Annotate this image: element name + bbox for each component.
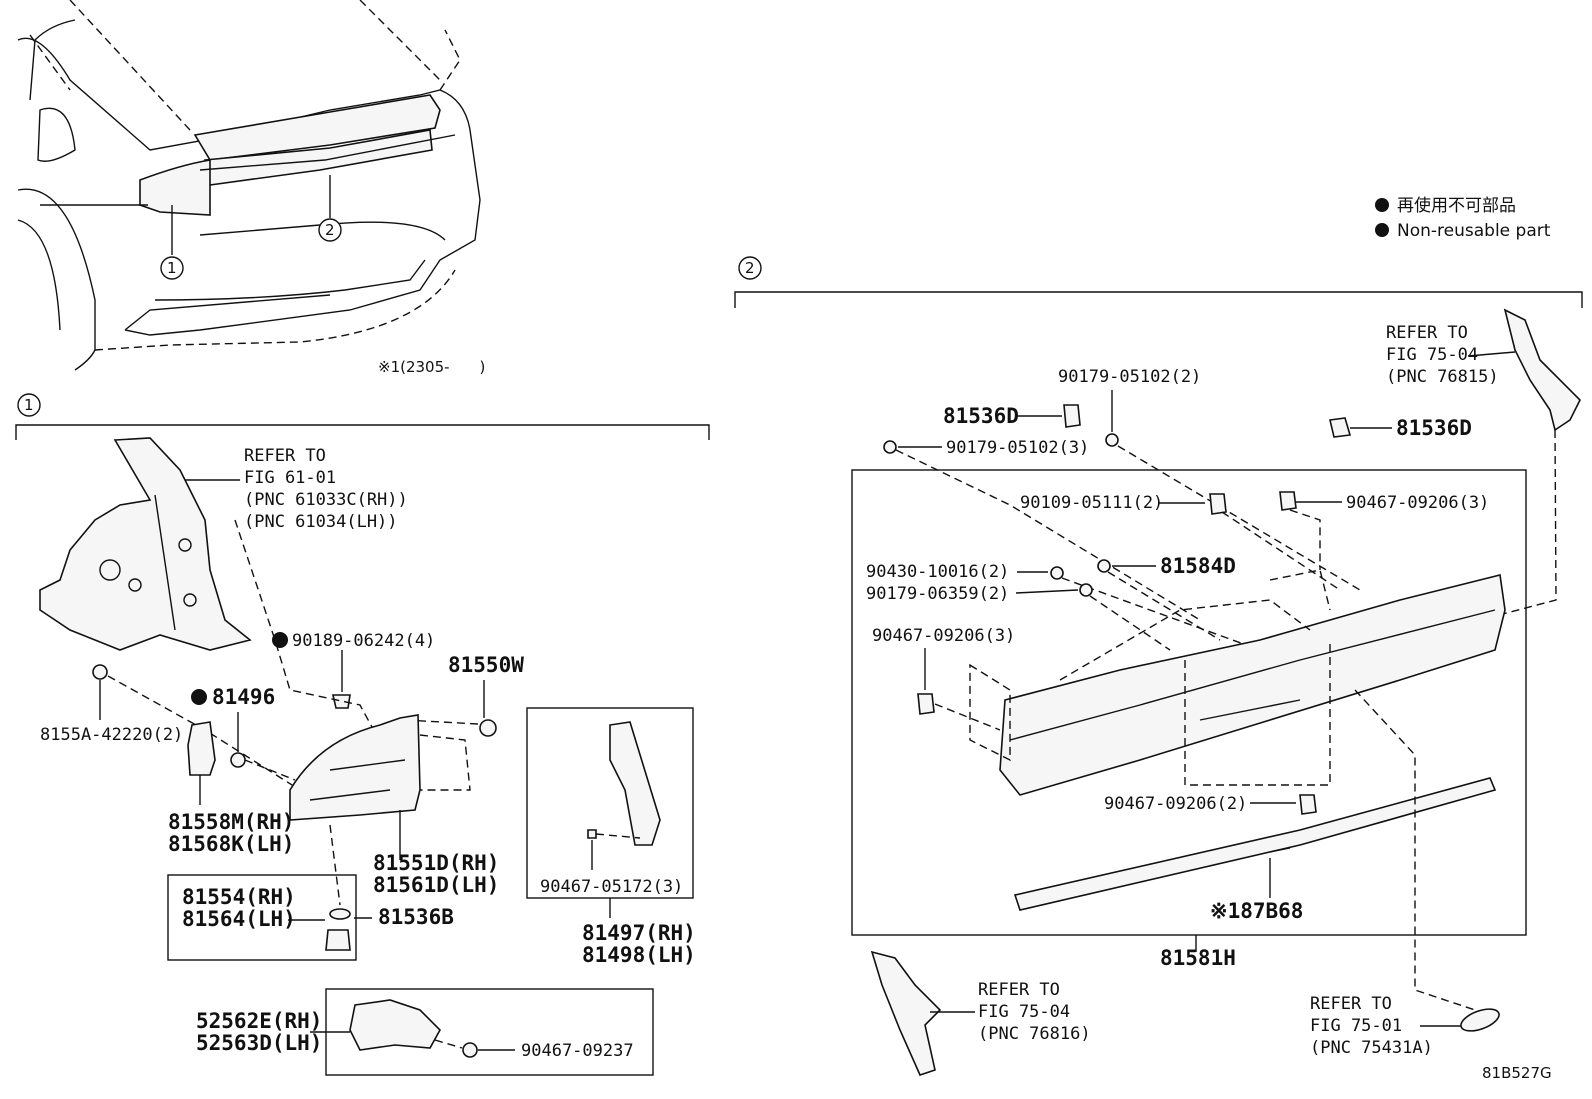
callout-2-overview <box>318 218 342 242</box>
refer-75-04a-l3: (PNC 76815) <box>1386 367 1499 387</box>
part-90179-06359: 90179-06359(2) <box>866 584 1009 604</box>
bracket-part <box>187 721 216 776</box>
part-90467-09206-a: 90467-09206(3) <box>1346 493 1489 513</box>
part-81498: 81498(LH) <box>582 943 696 967</box>
refer-75-04b-l1: REFER TO <box>978 980 1060 1000</box>
refer-75-01-l3: (PNC 75431A) <box>1310 1038 1433 1058</box>
part-81496: 81496 <box>212 685 275 709</box>
rear-lamp-part <box>289 714 421 821</box>
garnish-strip-part <box>1013 777 1497 911</box>
garnish-assembly-box <box>851 469 1527 936</box>
part-90179-05102-3: 90179-05102(3) <box>946 438 1089 458</box>
diagram-id: 81B527G <box>1482 1064 1552 1082</box>
section-1-callout-label: 1 <box>24 396 34 414</box>
refer-75-04b-l2: FIG 75-04 <box>978 1002 1070 1022</box>
section-2-callout <box>738 256 762 280</box>
retainer-part <box>349 999 441 1051</box>
part-81550W: 81550W <box>448 653 524 677</box>
part-81581H: 81581H <box>1160 946 1236 970</box>
quarter-panel-part <box>39 437 252 651</box>
part-81561D: 81561D(LH) <box>373 873 499 897</box>
refer-75-04a-l2: FIG 75-04 <box>1386 345 1478 365</box>
section-1: 1 REFER TO FIG 61-01 (PNC 61033C(RH)) (P… <box>15 393 710 1076</box>
garnish-part <box>609 721 661 846</box>
section-1-callout <box>17 393 41 417</box>
legend: 再使用不可部品 Non-reusable part <box>1375 195 1551 241</box>
part-8155A-42220: 8155A-42220(2) <box>40 725 183 745</box>
part-81551D: 81551D(RH) <box>373 851 499 875</box>
part-81558M: 81558M(RH) <box>168 810 294 834</box>
non-reusable-dot-icon <box>1375 198 1389 212</box>
non-reusable-dot-icon <box>272 632 288 648</box>
section-2-callout-label: 2 <box>745 259 755 277</box>
part-81536D-a: 81536D <box>943 404 1019 428</box>
part-90179-05102-2: 90179-05102(2) <box>1058 367 1201 387</box>
part-90467-09206-c: 90467-09206(2) <box>1104 794 1247 814</box>
part-90467-09206-b: 90467-09206(3) <box>872 626 1015 646</box>
refer-75-04a-l1: REFER TO <box>1386 323 1468 343</box>
side-trim-lower-part <box>870 950 942 1076</box>
part-52562E: 52562E(RH) <box>196 1009 322 1033</box>
part-81564: 81564(LH) <box>182 907 296 931</box>
section-2: 2 REFER TO FIG 75-04 (PNC 76815) 90179-0… <box>734 256 1583 1076</box>
part-81554: 81554(RH) <box>182 885 296 909</box>
refer-61-l1: REFER TO <box>244 446 326 466</box>
part-81536D-b: 81536D <box>1396 416 1472 440</box>
refer-75-01-l2: FIG 75-01 <box>1310 1016 1402 1036</box>
side-trim-upper-part <box>1503 308 1581 432</box>
refer-75-04b-l3: (PNC 76816) <box>978 1024 1091 1044</box>
non-reusable-dot-icon <box>191 689 207 705</box>
part-81584D: 81584D <box>1160 554 1236 578</box>
back-door-garnish-part <box>999 574 1506 796</box>
part-52563D: 52563D(LH) <box>196 1031 322 1055</box>
vehicle-overview: 1 2 <box>17 0 481 371</box>
part-90467-09237: 90467-09237 <box>521 1041 634 1061</box>
refer-61-l2: FIG 61-01 <box>244 468 336 488</box>
part-90467-05172: 90467-05172(3) <box>540 877 683 897</box>
refer-61-l3: (PNC 61033C(RH)) <box>244 490 408 510</box>
refer-75-01-l1: REFER TO <box>1310 994 1392 1014</box>
part-90109-05111: 90109-05111(2) <box>1020 493 1163 513</box>
part-81536B: 81536B <box>378 905 454 929</box>
note-mark: ※1(2305- ) <box>378 358 485 376</box>
legend-ja: 再使用不可部品 <box>1397 195 1516 216</box>
part-90430-10016: 90430-10016(2) <box>866 562 1009 582</box>
refer-61-l4: (PNC 61034(LH)) <box>244 512 398 532</box>
non-reusable-dot-icon <box>1375 223 1389 237</box>
callout-1-label: 1 <box>167 259 177 277</box>
part-81497: 81497(RH) <box>582 921 696 945</box>
part-87B68: ※187B68 <box>1210 899 1303 923</box>
callout-1-overview <box>160 256 184 280</box>
callout-2-label: 2 <box>325 221 335 239</box>
legend-en: Non-reusable part <box>1397 221 1551 241</box>
emblem-part <box>1460 1008 1500 1032</box>
part-81568K: 81568K(LH) <box>168 832 294 856</box>
part-90189-06242: 90189-06242(4) <box>292 631 435 651</box>
